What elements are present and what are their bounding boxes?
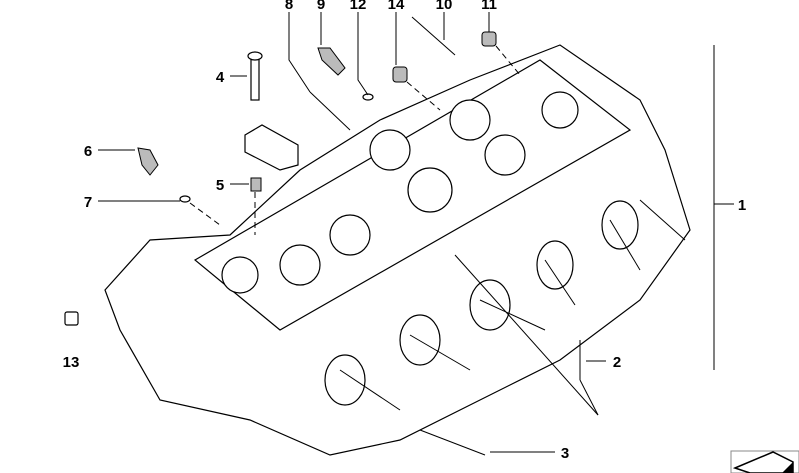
part-stud-10 [411,16,456,56]
part-bearing-cap [244,124,299,171]
part-seal-7 [179,195,191,203]
label-9: 9 [317,0,325,13]
view-box-icon[interactable] [730,450,799,473]
label-12: 12 [350,0,367,13]
part-labels: 8 9 12 14 10 11 4 6 5 7 13 1 2 3 [63,0,747,462]
exhaust-ports [324,200,639,406]
part-seal-12 [362,93,374,101]
label-13: 13 [63,354,80,371]
part-screw-9 [317,47,346,76]
label-4: 4 [216,69,225,86]
studs [339,199,686,411]
label-7: 7 [84,194,92,211]
part-sleeve-5 [250,177,262,192]
label-8: 8 [285,0,293,13]
label-2: 2 [613,354,621,371]
label-6: 6 [84,143,92,160]
part-screw-6 [137,147,159,176]
label-5: 5 [216,177,224,194]
cylinder-head [104,44,691,456]
label-14: 14 [388,0,405,13]
part-bolt-4-head [247,51,263,61]
camshaft-bearing-caps [221,91,579,294]
part-stud-8 [309,91,351,131]
part-cap-13 [64,311,79,326]
part-stud-3 [419,429,486,456]
leader-lines [98,12,734,453]
part-sleeve-14 [392,66,408,83]
label-11: 11 [481,0,497,13]
label-10: 10 [436,0,453,13]
label-1: 1 [738,197,746,214]
label-3: 3 [561,445,569,462]
part-sleeve-11 [481,31,497,47]
part-bolt-4 [250,55,260,101]
